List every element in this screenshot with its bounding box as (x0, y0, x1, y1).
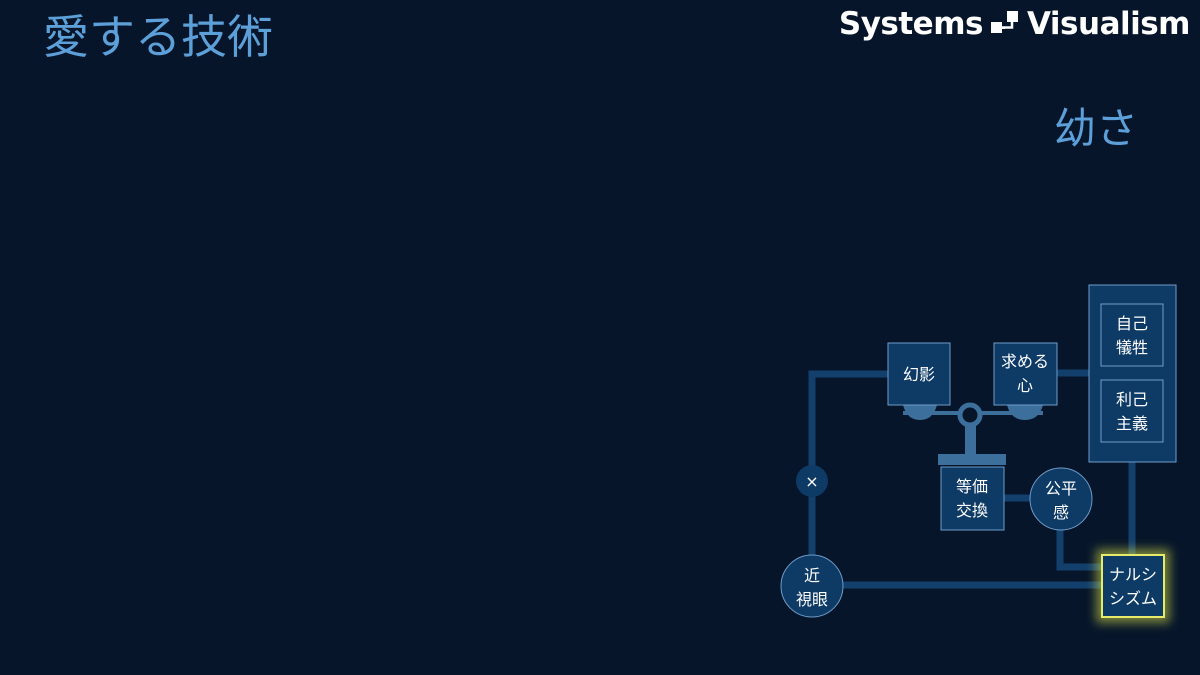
node-riko-label-line1: 利己 (1116, 390, 1148, 409)
brand-text-left: Systems (838, 6, 984, 42)
page-title: 愛する技術 (43, 10, 273, 64)
node-narcissism[interactable]: ナルシ シズム (1096, 549, 1170, 623)
brand-text-right: Visualism (1026, 6, 1191, 42)
section-subtitle: 幼さ (1054, 104, 1139, 153)
node-genei-label: 幻影 (903, 365, 935, 384)
node-kohei-label-line2: 感 (1053, 503, 1069, 522)
node-kohei[interactable]: 公平 感 (1029, 467, 1093, 531)
node-kinshi-label-line2: 視眼 (796, 590, 828, 609)
node-tokai[interactable]: 等価 交換 (940, 466, 1005, 531)
node-riko[interactable]: 利己 主義 (1100, 379, 1164, 443)
node-tokai-label-line1: 等価 (956, 477, 988, 496)
node-jiko[interactable]: 自己 犠牲 (1100, 303, 1164, 367)
node-tokai-label-line2: 交換 (956, 501, 988, 520)
node-kinshi-label-line1: 近 (804, 566, 820, 585)
node-jiko-label-line1: 自己 (1116, 314, 1148, 333)
node-narcissism-label-line2: シズム (1109, 589, 1157, 608)
node-genei[interactable]: 幻影 (887, 342, 951, 406)
node-kohei-label-line1: 公平 (1045, 479, 1077, 498)
connector-loop-left (808, 370, 888, 560)
node-jiko-label-line2: 犠牲 (1116, 338, 1148, 357)
node-motomeru-label-line2: 心 (1017, 376, 1033, 395)
balance-scale-icon (903, 402, 1043, 465)
connectors (808, 369, 1136, 589)
cross-icon: × (805, 472, 818, 491)
node-motomeru[interactable]: 求める 心 (993, 342, 1058, 406)
cross-marker: × (796, 465, 828, 497)
node-motomeru-label-line1: 求める (1001, 352, 1049, 371)
node-riko-label-line2: 主義 (1116, 414, 1148, 433)
systems-visualism-logo-icon (990, 11, 1018, 33)
node-kinshi[interactable]: 近 視眼 (780, 554, 844, 618)
connector-kohei-narcissism (1056, 530, 1102, 571)
node-narcissism-label-line1: ナルシ (1109, 565, 1157, 584)
brand-logo: Systems Visualism (838, 6, 1191, 42)
